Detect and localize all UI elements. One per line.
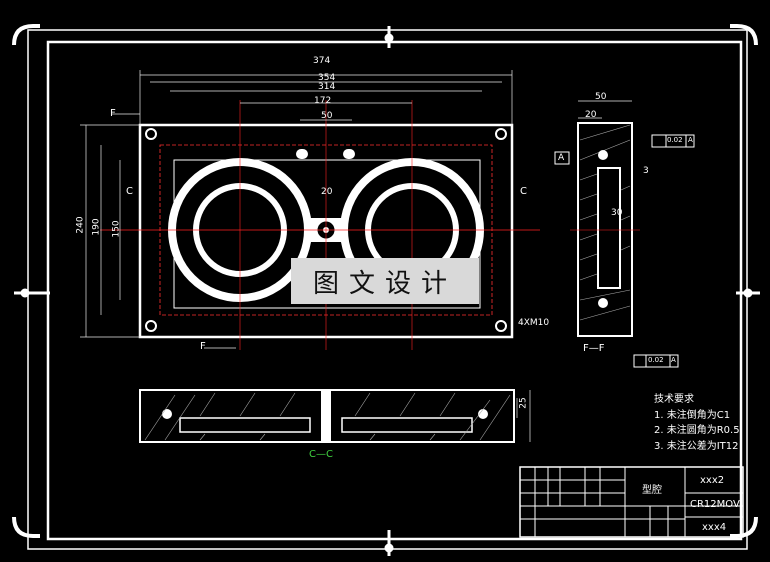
- section-c-left: C: [126, 186, 133, 197]
- section-cc-label: C—C: [309, 449, 333, 460]
- section-view-cc: [139, 389, 531, 443]
- dim-30-side: 30: [611, 208, 623, 218]
- dim-314: 314: [318, 82, 336, 92]
- dim-25: 25: [518, 397, 529, 409]
- dim-172: 172: [314, 96, 332, 106]
- title-block: [519, 466, 744, 538]
- section-f-top: F: [110, 108, 116, 119]
- drawing-number: xxx2: [700, 475, 725, 486]
- tol-parallel: 0.02: [667, 136, 683, 144]
- plan-view: [80, 70, 540, 350]
- dim-150: 150: [111, 220, 122, 238]
- dim-50-side: 50: [595, 92, 607, 102]
- dim-374: 374: [313, 56, 331, 66]
- section-c-right: C: [520, 186, 527, 197]
- tol-ref-top: A: [688, 136, 693, 144]
- dim-354: 354: [318, 73, 336, 83]
- section-ff-label: F—F: [583, 343, 605, 354]
- dim-190: 190: [91, 218, 102, 236]
- note-item: 1. 未注倒角为C1: [654, 409, 731, 421]
- part-name: 型腔: [642, 485, 662, 496]
- side-view-ff: [554, 100, 695, 368]
- dim-240: 240: [75, 216, 86, 234]
- tol-perp: 0.02: [648, 356, 664, 364]
- dim-20: 20: [321, 187, 333, 197]
- dim-50: 50: [321, 111, 333, 121]
- material: CR12MOV: [690, 499, 740, 510]
- part-code: xxx4: [702, 522, 727, 533]
- section-f-bottom: F: [200, 341, 206, 352]
- watermark-banner: 图文设计: [291, 258, 479, 304]
- dim-3-side: 3: [643, 166, 649, 176]
- technical-notes: 技术要求 1. 未注倒角为C1 2. 未注圆角为R0.5 3. 未注公差为IT1…: [654, 392, 740, 454]
- dim-20-side: 20: [585, 110, 597, 120]
- notes-title: 技术要求: [654, 394, 694, 405]
- tol-ref-bottom: A: [671, 356, 676, 364]
- note-item: 3. 未注公差为IT12: [654, 440, 739, 452]
- note-item: 2. 未注圆角为R0.5: [654, 425, 740, 436]
- datum-a-label: A: [558, 153, 565, 163]
- holes-callout: 4XM10: [518, 318, 550, 328]
- sheet-frame: [12, 24, 760, 556]
